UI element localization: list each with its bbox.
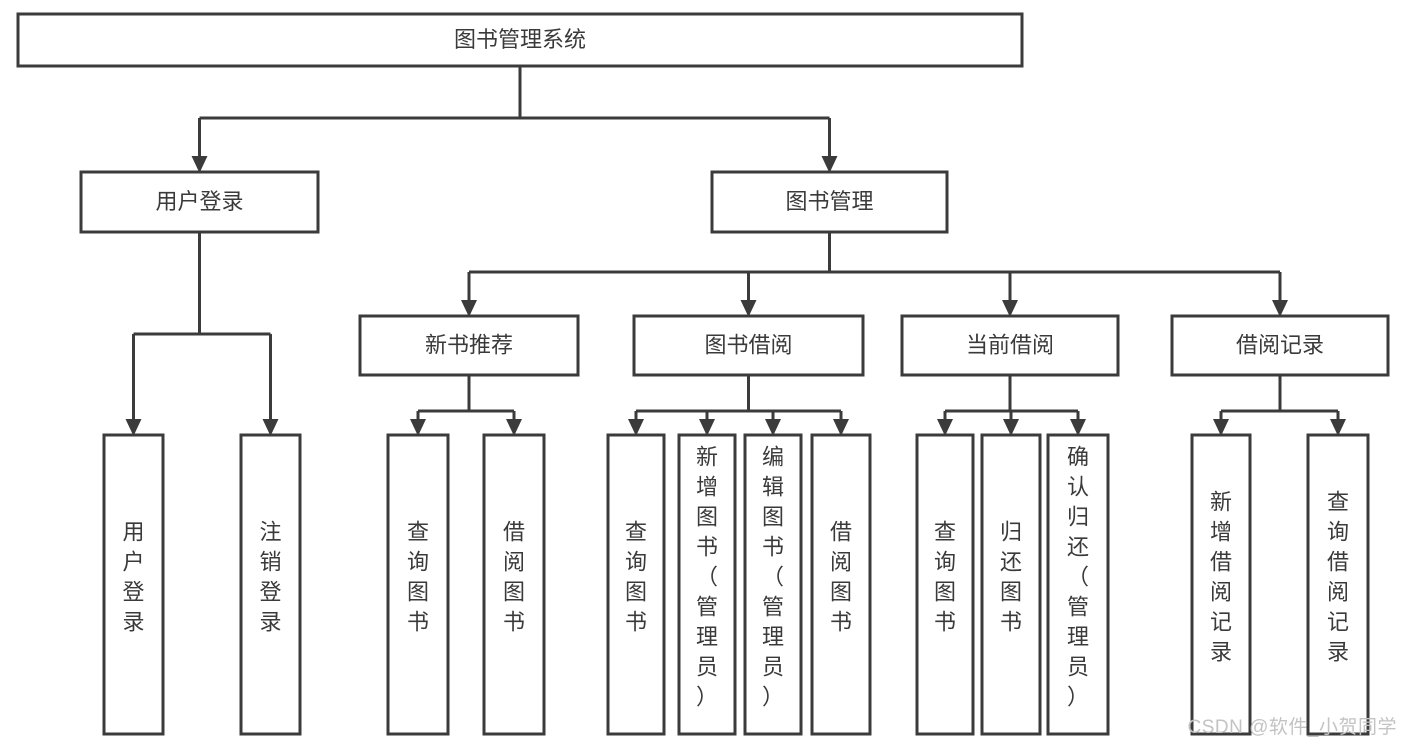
node-label-current-borrow: 当前借阅 [966,332,1054,357]
arrow-head-user-login [191,156,208,173]
node-box-root [16,12,1024,68]
arrow-head-leaf-confirm-return [1070,419,1086,436]
node-leaf-return-book[interactable]: 归还图书 [980,433,1042,736]
node-box-current-borrow [900,314,1120,377]
arrow-head-book-borrow [740,300,757,317]
node-leaf-confirm-return[interactable]: 确认归还（管理员） [1046,433,1110,736]
node-label-leaf-return-book: 归还图书 [1000,520,1022,635]
node-leaf-add-book[interactable]: 新增图书（管理员） [677,433,737,736]
node-book-management[interactable]: 图书管理 [710,170,949,234]
node-label-leaf-add-borrow-record: 新增借阅记录 [1210,490,1232,665]
arrow-head-leaf-add-book [699,419,715,436]
node-box-leaf-logout [239,433,302,736]
node-box-book-management [710,170,949,234]
node-box-leaf-add-book [677,433,737,736]
arrow-head-leaf-add-borrow-record [1213,419,1229,436]
arrow-head-borrow-record [1272,300,1288,317]
node-box-leaf-query-book-borrow [606,433,666,736]
node-label-leaf-query-book-recommend: 查询图书 [407,520,429,635]
connector-layer [125,66,1346,436]
node-leaf-edit-book[interactable]: 编辑图书（管理员） [743,433,803,736]
node-label-root: 图书管理系统 [454,27,586,52]
arrow-head-leaf-edit-book [765,419,781,436]
node-leaf-query-book-recommend[interactable]: 查询图书 [386,433,450,736]
arrow-head-book-management [821,156,838,173]
node-label-leaf-confirm-return: 确认归还（管理员） [1067,445,1089,710]
arrow-head-leaf-query-book-recommend [410,419,426,436]
arrow-head-leaf-borrow-book [833,419,849,436]
node-leaf-query-book-current[interactable]: 查询图书 [915,433,975,736]
node-leaf-logout[interactable]: 注销登录 [239,433,302,736]
arrow-head-leaf-query-borrow-record [1330,419,1346,436]
node-label-new-book-recommend: 新书推荐 [425,332,513,357]
node-leaf-borrow-book-recommend[interactable]: 借阅图书 [482,433,546,736]
arrow-head-leaf-user-login [125,419,142,436]
arrow-head-leaf-return-book [1003,419,1019,436]
arrow-head-new-book-recommend [461,300,477,317]
node-label-borrow-record: 借阅记录 [1236,332,1324,357]
node-current-borrow[interactable]: 当前借阅 [900,314,1120,377]
node-leaf-query-borrow-record[interactable]: 查询借阅记录 [1306,433,1370,736]
node-leaf-add-borrow-record[interactable]: 新增借阅记录 [1190,433,1252,736]
csdn-watermark: CSDN @软件_小贺同学 [1187,717,1397,738]
node-user-login[interactable]: 用户登录 [79,170,320,234]
node-box-leaf-user-login [102,433,165,736]
node-box-leaf-query-book-recommend [386,433,450,736]
node-box-leaf-borrow-book [810,433,872,736]
node-root[interactable]: 图书管理系统 [16,12,1024,68]
arrow-head-leaf-logout [262,419,279,436]
node-label-leaf-query-borrow-record: 查询借阅记录 [1327,490,1349,665]
node-leaf-borrow-book[interactable]: 借阅图书 [810,433,872,736]
arrow-head-leaf-query-book-current [937,419,953,436]
node-label-leaf-add-book: 新增图书（管理员） [696,445,718,710]
node-leaf-user-login[interactable]: 用户登录 [102,433,165,736]
node-box-leaf-confirm-return [1046,433,1110,736]
node-leaf-query-book-borrow[interactable]: 查询图书 [606,433,666,736]
node-book-borrow[interactable]: 图书借阅 [632,314,865,377]
node-box-book-borrow [632,314,865,377]
node-new-book-recommend[interactable]: 新书推荐 [358,314,580,377]
node-box-borrow-record [1170,314,1390,377]
node-layer: 图书管理系统用户登录图书管理新书推荐图书借阅当前借阅借阅记录用户登录注销登录查询… [16,12,1390,736]
node-label-book-management: 图书管理 [785,189,873,214]
arrow-head-leaf-query-book-borrow [628,419,644,436]
node-label-leaf-query-book-borrow: 查询图书 [625,520,647,635]
node-label-leaf-user-login: 用户登录 [122,520,144,635]
node-box-new-book-recommend [358,314,580,377]
node-box-leaf-add-borrow-record [1190,433,1252,736]
node-box-leaf-query-book-current [915,433,975,736]
node-label-leaf-edit-book: 编辑图书（管理员） [762,445,784,710]
node-label-user-login: 用户登录 [155,189,243,214]
node-box-leaf-return-book [980,433,1042,736]
node-label-leaf-logout: 注销登录 [259,520,281,635]
arrow-head-leaf-borrow-book-recommend [506,419,522,436]
node-label-leaf-query-book-current: 查询图书 [934,520,956,635]
node-label-leaf-borrow-book: 借阅图书 [830,520,852,635]
node-borrow-record[interactable]: 借阅记录 [1170,314,1390,377]
node-box-user-login [79,170,320,234]
node-box-leaf-borrow-book-recommend [482,433,546,736]
node-label-leaf-borrow-book-recommend: 借阅图书 [503,520,525,635]
node-label-book-borrow: 图书借阅 [704,332,792,357]
arrow-head-current-borrow [1002,300,1018,317]
node-box-leaf-query-borrow-record [1306,433,1370,736]
node-box-leaf-edit-book [743,433,803,736]
